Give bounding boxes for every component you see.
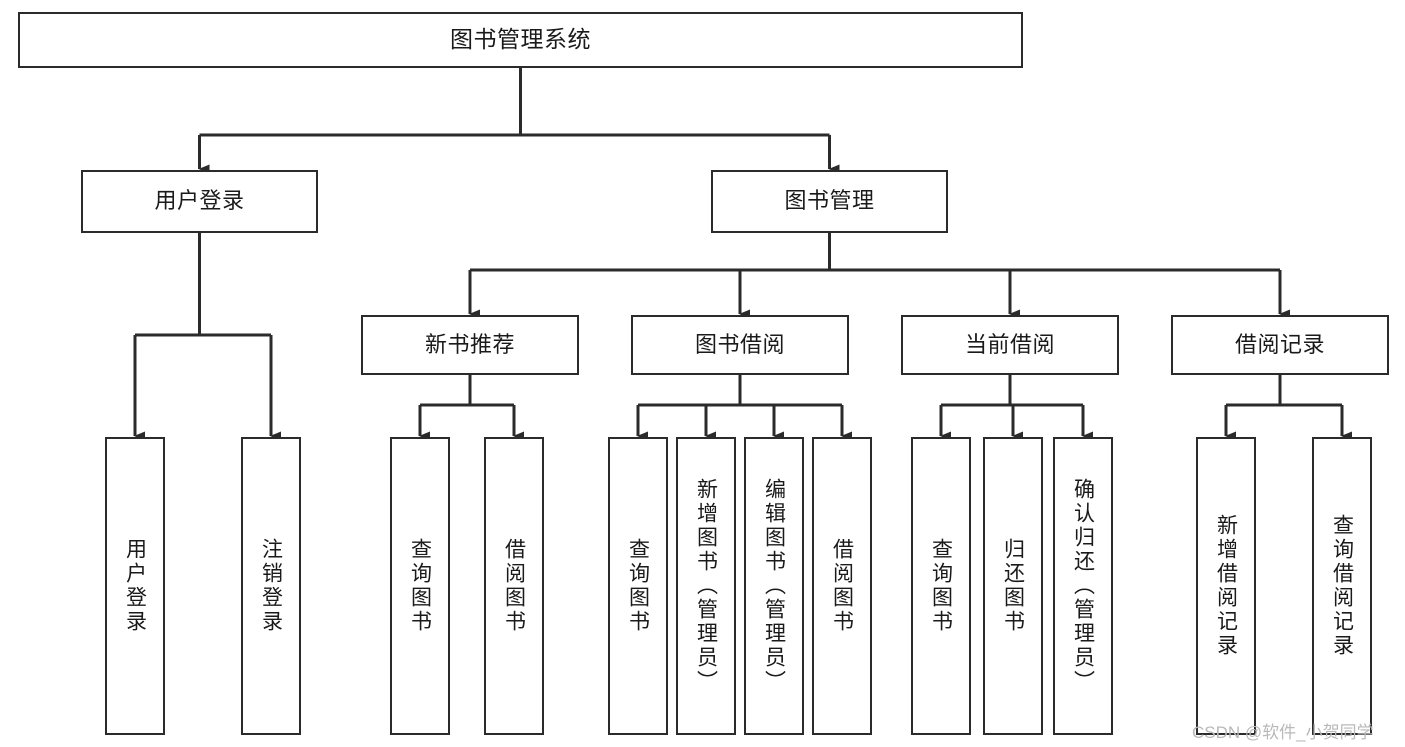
node-label-leaf-query-book-1: 查询图书	[408, 538, 432, 634]
node-leaf-query-book-3[interactable]: 查询图书	[911, 437, 971, 735]
node-leaf-borrow-book-1[interactable]: 借阅图书	[484, 437, 544, 735]
node-label-new-book-rec: 新书推荐	[424, 331, 515, 357]
node-label-leaf-add-book: 新增图书（管理员）	[694, 478, 718, 694]
node-leaf-logout[interactable]: 注销登录	[241, 437, 301, 735]
node-label-leaf-user-login: 用户登录	[123, 538, 147, 634]
node-leaf-query-record[interactable]: 查询借阅记录	[1312, 437, 1372, 735]
node-label-leaf-query-record: 查询借阅记录	[1330, 514, 1354, 658]
node-leaf-query-book-2[interactable]: 查询图书	[608, 437, 668, 735]
node-label-leaf-edit-book: 编辑图书（管理员）	[762, 478, 786, 694]
node-label-root: 图书管理系统	[450, 26, 591, 53]
node-leaf-return-book[interactable]: 归还图书	[983, 437, 1043, 735]
node-label-borrow-record: 借阅记录	[1234, 331, 1325, 357]
node-label-book-borrow: 图书借阅	[694, 331, 785, 357]
node-label-leaf-query-book-3: 查询图书	[929, 538, 953, 634]
node-label-leaf-borrow-book-1: 借阅图书	[502, 538, 526, 634]
node-label-user-login: 用户登录	[154, 188, 245, 214]
node-label-leaf-add-record: 新增借阅记录	[1214, 514, 1238, 658]
node-label-leaf-confirm-return: 确认归还（管理员）	[1071, 478, 1095, 694]
node-leaf-user-login[interactable]: 用户登录	[105, 437, 165, 735]
node-label-leaf-return-book: 归还图书	[1001, 538, 1025, 634]
node-book-manage[interactable]: 图书管理	[711, 170, 948, 233]
node-leaf-add-record[interactable]: 新增借阅记录	[1196, 437, 1256, 735]
node-leaf-edit-book[interactable]: 编辑图书（管理员）	[744, 437, 804, 735]
node-label-leaf-query-book-2: 查询图书	[626, 538, 650, 634]
node-leaf-query-book-1[interactable]: 查询图书	[390, 437, 450, 735]
node-root[interactable]: 图书管理系统	[18, 12, 1023, 68]
node-label-current-borrow: 当前借阅	[964, 331, 1055, 357]
node-book-borrow[interactable]: 图书借阅	[631, 315, 849, 375]
connector-group	[133, 68, 1352, 441]
node-label-leaf-logout: 注销登录	[259, 538, 283, 634]
node-new-book-rec[interactable]: 新书推荐	[361, 315, 579, 375]
node-user-login[interactable]: 用户登录	[81, 170, 318, 233]
node-label-leaf-borrow-book-2: 借阅图书	[830, 538, 854, 634]
node-leaf-confirm-return[interactable]: 确认归还（管理员）	[1053, 437, 1113, 735]
node-label-book-manage: 图书管理	[784, 188, 875, 214]
node-leaf-add-book[interactable]: 新增图书（管理员）	[676, 437, 736, 735]
node-current-borrow[interactable]: 当前借阅	[901, 315, 1119, 375]
node-leaf-borrow-book-2[interactable]: 借阅图书	[812, 437, 872, 735]
node-borrow-record[interactable]: 借阅记录	[1171, 315, 1389, 375]
